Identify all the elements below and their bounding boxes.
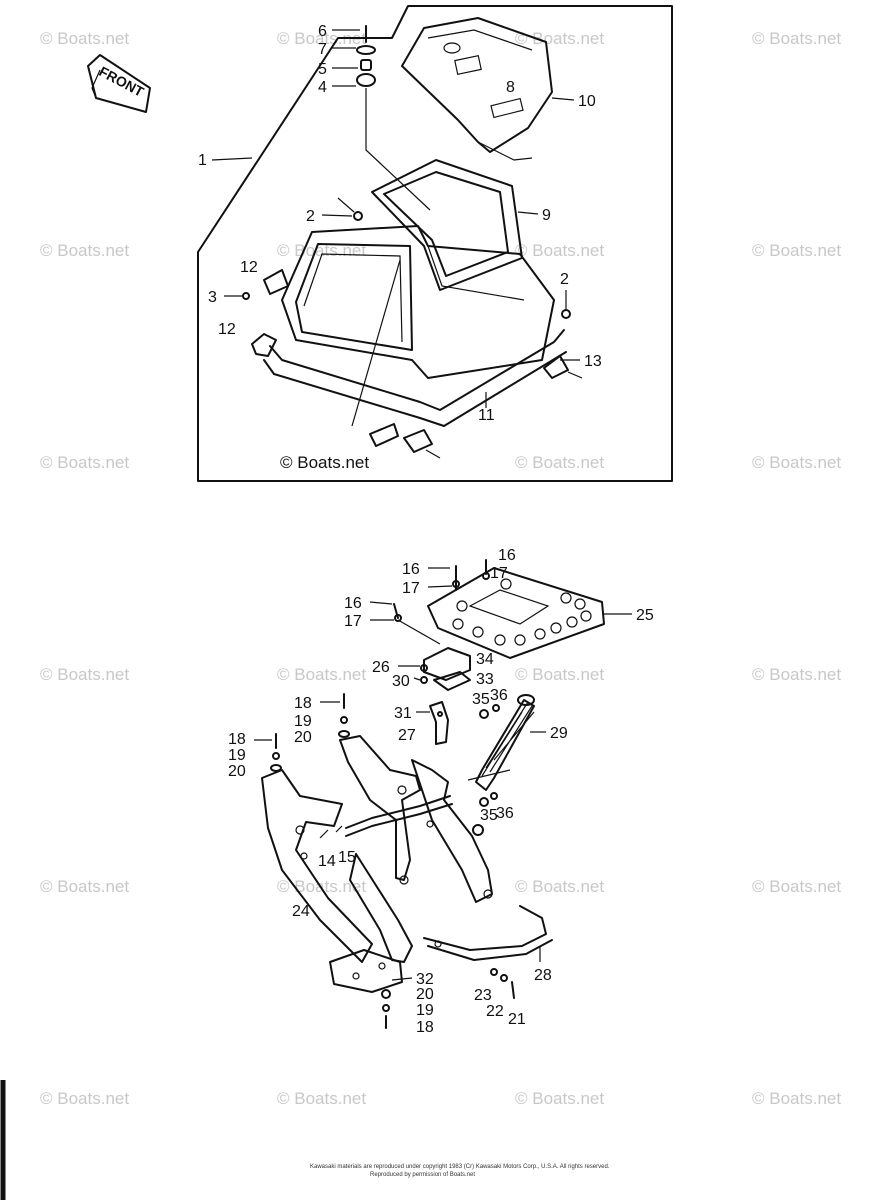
callout-18: 18: [294, 695, 312, 712]
callout-17: 17: [402, 580, 420, 597]
washers: [472, 704, 500, 836]
rubber-rim: [263, 329, 567, 427]
callout-4: 4: [318, 79, 327, 96]
callout-26: 26: [372, 659, 390, 676]
watermark: © Boats.net: [40, 241, 129, 260]
carrier-plate: [427, 567, 632, 659]
callout-19: 19: [228, 747, 246, 764]
watermark: © Boats.net: [515, 29, 604, 48]
watermark: © Boats.net: [40, 1089, 129, 1108]
callout-32: 32: [416, 971, 434, 988]
bottom-panel: 16 17 16 17 25 16 17 26 30 34 33 35 36 1…: [228, 547, 654, 1036]
callout-19: 19: [294, 713, 312, 730]
callout-19: 19: [416, 1002, 434, 1019]
watermark: © Boats.net: [752, 877, 841, 896]
callout-18: 18: [228, 731, 246, 748]
watermark: © Boats.net: [752, 241, 841, 260]
callout-1: 1: [198, 152, 207, 169]
callout-31: 31: [394, 705, 412, 722]
callout-15: 15: [338, 849, 356, 866]
callout-2: 2: [306, 208, 315, 225]
callout-17: 17: [344, 613, 362, 630]
top-panel: FRONT: [87, 5, 673, 482]
footer-line-1: Kawasaki materials are reproduced under …: [310, 1164, 610, 1170]
top-callouts: 6 7 5 4 8 10 1 9 2 12 3 2 12 13 11 © Boa…: [198, 23, 602, 472]
watermark: © Boats.net: [40, 453, 129, 472]
watermark: © Boats.net: [515, 241, 604, 260]
watermark: © Boats.net: [277, 665, 366, 684]
hardware-stacks: [254, 693, 515, 1029]
callout-35: 35: [480, 807, 498, 824]
callout-27: 27: [398, 727, 416, 744]
callout-20: 20: [294, 729, 312, 746]
callout-11: 11: [478, 407, 495, 424]
callout-23: 23: [474, 987, 492, 1004]
callout-2: 2: [560, 271, 569, 288]
callout-24: 24: [292, 903, 310, 920]
callout-20: 20: [228, 763, 246, 780]
watermark: © Boats.net: [752, 453, 841, 472]
watermark: © Boats.net: [40, 665, 129, 684]
callout-28: 28: [534, 967, 552, 984]
callout-3: 3: [208, 289, 217, 306]
watermark: © Boats.net: [752, 1089, 841, 1108]
front-arrow-tag: FRONT: [87, 54, 151, 113]
callout-9: 9: [542, 207, 551, 224]
fastener-stack: [356, 25, 431, 211]
callout-36: 36: [496, 805, 514, 822]
grab-bar: [423, 905, 553, 962]
callout-6: 6: [318, 23, 327, 40]
watermark: © Boats.net: [752, 29, 841, 48]
footer-line-2: Reproduced by permission of Boats.net: [370, 1172, 475, 1178]
plate-bolts: [369, 559, 490, 645]
bottom-callouts: 16 17 16 17 25 16 17 26 30 34 33 35 36 1…: [228, 547, 654, 1036]
callout-16: 16: [402, 561, 420, 578]
callout-25: 25: [636, 607, 654, 624]
watermark: © Boats.net: [40, 877, 129, 896]
watermark: © Boats.net: [515, 453, 604, 472]
watermark: © Boats.net: [515, 1089, 604, 1108]
callout-16: 16: [344, 595, 362, 612]
callout-33: 33: [476, 671, 494, 688]
hinge-bracket: [398, 647, 471, 691]
watermark: © Boats.net: [277, 1089, 366, 1108]
callout-12: 12: [218, 321, 236, 338]
watermark: © Boats.net: [277, 241, 366, 260]
watermark: © Boats.net: [40, 29, 129, 48]
footer: Kawasaki materials are reproduced under …: [310, 1164, 610, 1178]
callout-12: 12: [240, 259, 258, 276]
watermark: © Boats.net: [752, 665, 841, 684]
carrier-frame: [261, 735, 493, 993]
callout-10: 10: [578, 93, 596, 110]
watermark: © Boats.net: [515, 877, 604, 896]
assembly-outline: [197, 5, 673, 482]
gasket-frame: [371, 159, 523, 291]
callout-21: 21: [508, 1011, 526, 1028]
callout-18: 18: [416, 1019, 434, 1036]
small-parts: [242, 197, 583, 459]
callout-5: 5: [318, 61, 327, 78]
callout-7: 7: [318, 41, 327, 58]
callout-13: 13: [584, 353, 602, 370]
link-bracket: [416, 701, 449, 745]
top-cover: [401, 17, 553, 161]
callout-8: 8: [506, 79, 515, 96]
watermark: © Boats.net: [277, 29, 366, 48]
callout-36: 36: [490, 687, 508, 704]
top-leaders: [211, 29, 580, 408]
credit-label: © Boats.net: [280, 453, 369, 472]
shock-absorber: [467, 694, 546, 791]
callout-14: 14: [318, 853, 336, 870]
watermarks: © Boats.net © Boats.net © Boats.net © Bo…: [40, 29, 841, 1108]
callout-22: 22: [486, 1003, 504, 1020]
callout-34: 34: [476, 651, 494, 668]
callout-30: 30: [392, 673, 410, 690]
watermark: © Boats.net: [515, 665, 604, 684]
callout-16: 16: [498, 547, 516, 564]
callout-35: 35: [472, 691, 490, 708]
callout-17: 17: [490, 565, 508, 582]
callout-29: 29: [550, 725, 568, 742]
callout-20: 20: [416, 986, 434, 1003]
